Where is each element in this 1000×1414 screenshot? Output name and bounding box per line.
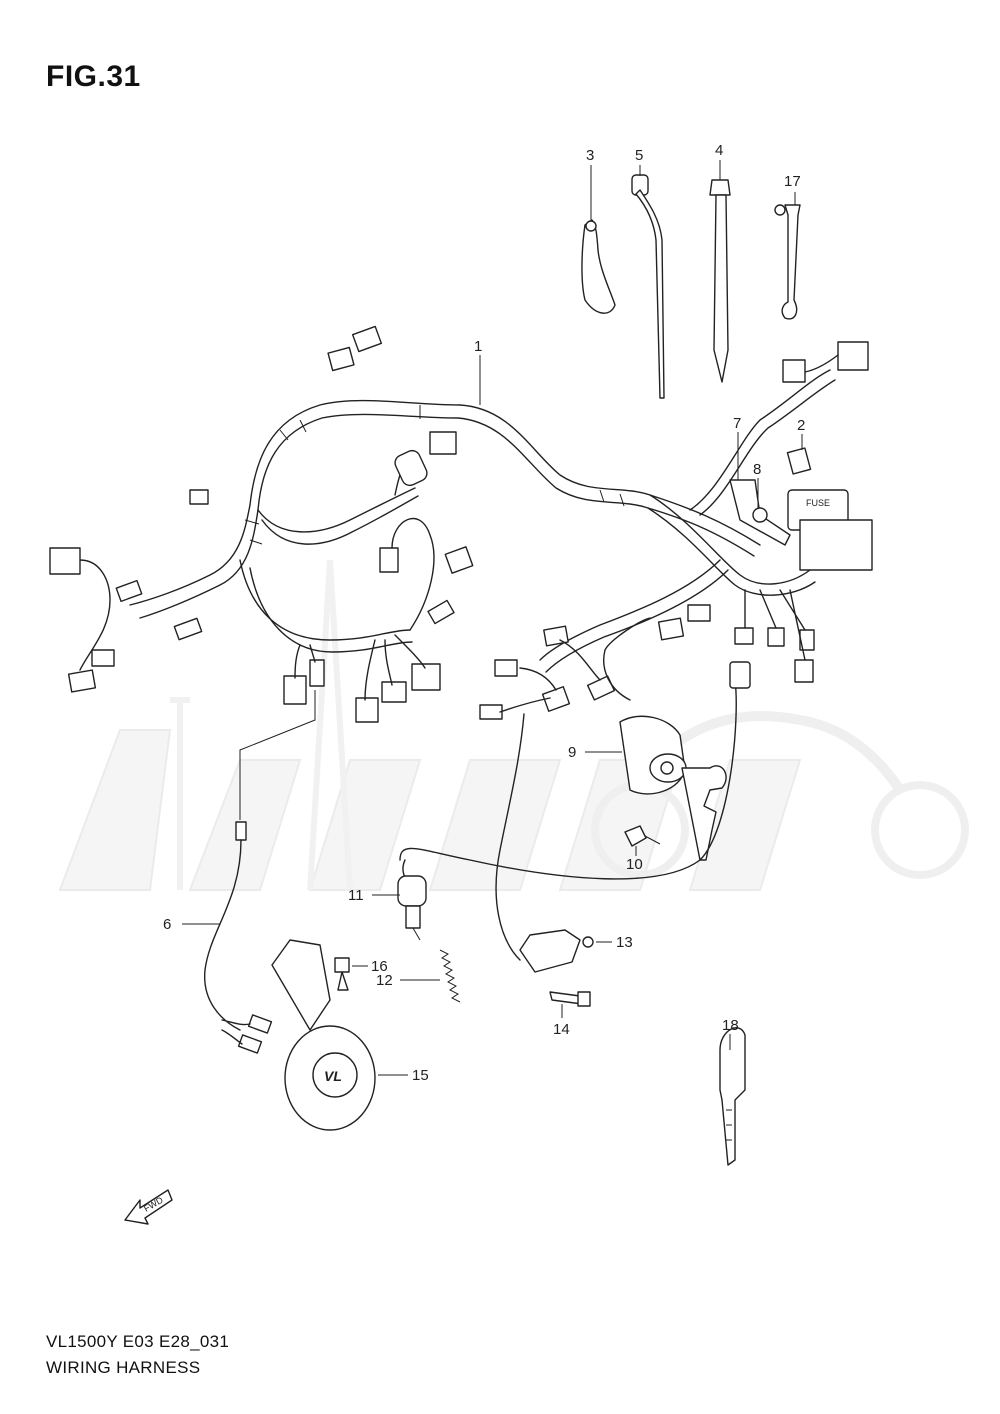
part-13-switch-bracket [495, 713, 594, 973]
part-9-ignition-switch [399, 617, 751, 880]
callout-15: 15 [412, 1067, 429, 1084]
leader-lines [182, 160, 803, 1076]
part-16-bolt [334, 957, 350, 991]
harness-connectors [49, 325, 869, 723]
part-15-horn: VL [271, 939, 376, 1131]
part-18-key [719, 1027, 746, 1166]
callout-3: 3 [586, 147, 594, 164]
callout-17: 17 [784, 173, 801, 190]
diagram-title: WIRING HARNESS [46, 1358, 201, 1377]
callout-11: 11 [348, 887, 364, 904]
callout-14: 14 [553, 1021, 570, 1038]
callout-10: 10 [626, 856, 643, 873]
callout-1: 1 [474, 338, 482, 355]
part-5-cable-tie [631, 174, 665, 399]
watermark-logo [58, 559, 969, 891]
figure-title: FIG.31 [46, 60, 141, 93]
part-14-screw [549, 991, 591, 1007]
callout-2: 2 [797, 417, 805, 434]
fwd-arrow: FWD [124, 1189, 173, 1225]
callout-8: 8 [753, 461, 761, 478]
callout-18: 18 [722, 1017, 739, 1034]
part-6-sub-harness [204, 690, 316, 1054]
callout-6: 6 [163, 916, 171, 933]
emblem-label: VL [324, 1068, 342, 1084]
callout-12: 12 [376, 972, 393, 989]
model-code: VL1500Y E03 E28_031 [46, 1332, 230, 1351]
part-17-clamp [774, 204, 801, 320]
main-wiring-harness [129, 369, 836, 673]
part-3-wire-holder [581, 219, 616, 314]
part-4-clamp-band [709, 179, 731, 383]
callout-16: 16 [371, 958, 388, 975]
callout-7: 7 [733, 415, 741, 432]
callout-4: 4 [715, 142, 723, 159]
fuse-label: FUSE [806, 498, 830, 508]
fuse-box: FUSE [729, 447, 873, 571]
callout-labels: 1 2 3 4 5 6 7 8 9 10 11 12 13 14 15 16 1… [163, 142, 805, 1084]
callout-9: 9 [568, 744, 576, 761]
part-11-switch [397, 859, 427, 941]
callout-5: 5 [635, 147, 643, 164]
callout-13: 13 [616, 934, 633, 951]
part-12-spring [439, 949, 461, 1003]
